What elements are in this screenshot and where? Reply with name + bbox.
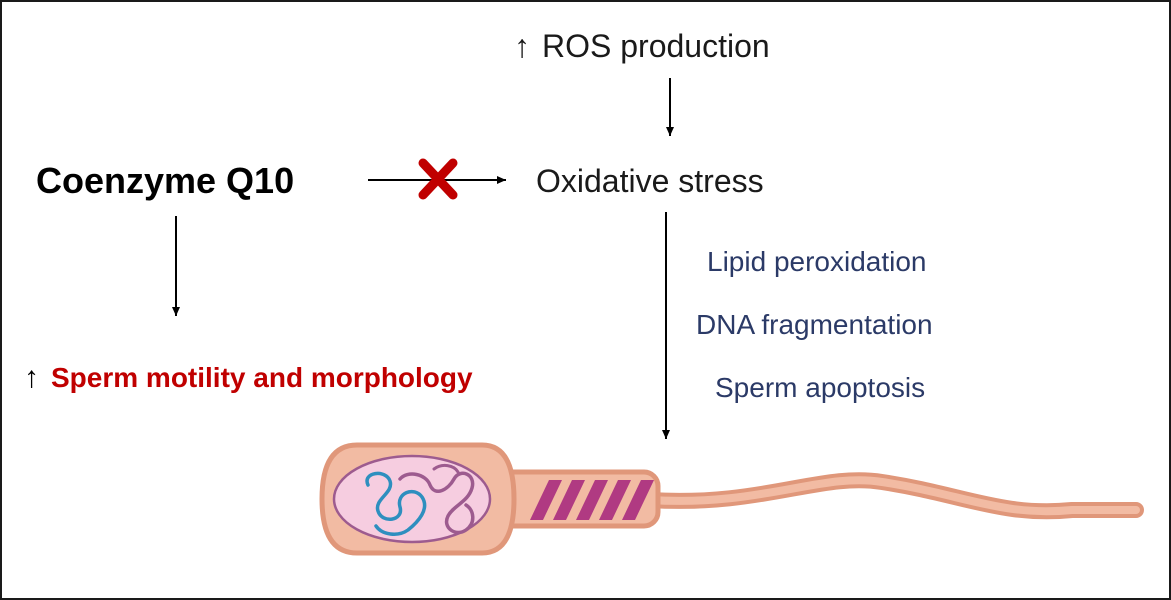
x-mark-icon <box>418 158 458 200</box>
oxidative-stress-label: Oxidative stress <box>536 163 764 199</box>
ros-production-label: ROS production <box>542 28 770 64</box>
effect-dna-fragmentation: DNA fragmentation <box>696 309 933 340</box>
up-arrow-icon: ↑ <box>514 28 530 64</box>
up-arrow-icon: ↑ <box>24 361 39 394</box>
sperm-quality-node: ↑ Sperm motility and morphology <box>24 363 473 393</box>
effect-lipid-peroxidation: Lipid peroxidation <box>707 246 927 277</box>
ros-production-node: ↑ ROS production <box>514 30 770 62</box>
sperm-cell-icon <box>319 442 1144 556</box>
coq10-label: Coenzyme Q10 <box>36 160 295 201</box>
sperm-quality-label: Sperm motility and morphology <box>51 362 473 393</box>
effect-sperm-apoptosis: Sperm apoptosis <box>715 372 926 403</box>
